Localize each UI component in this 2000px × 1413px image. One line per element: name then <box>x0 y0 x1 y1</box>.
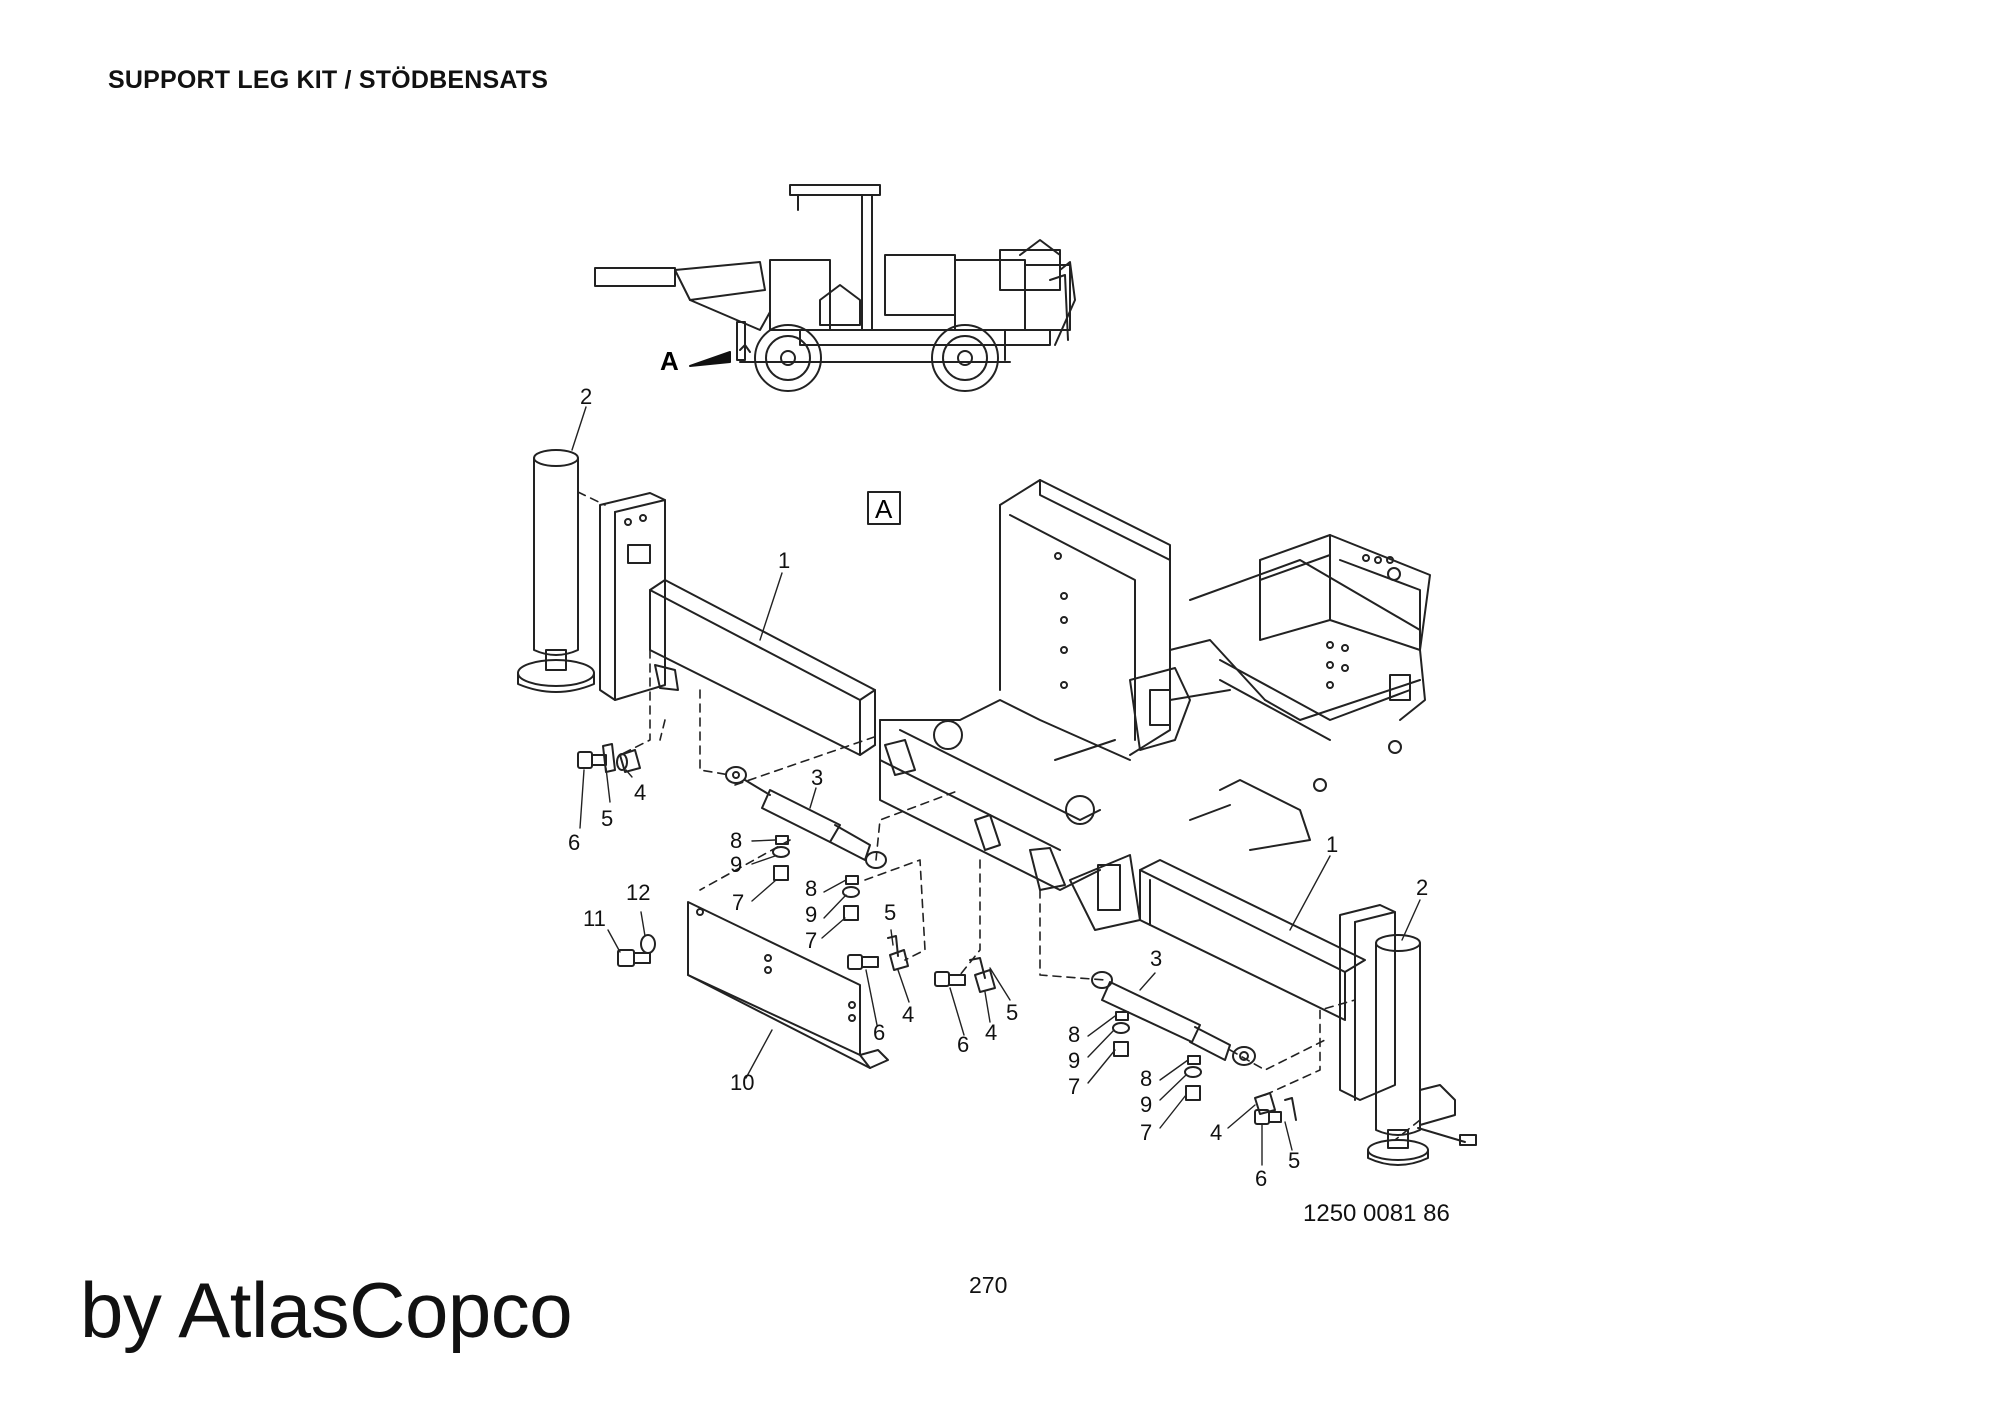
callout-11: 11 <box>583 906 606 931</box>
leg-bracket-right <box>1339 904 1396 1101</box>
callout-9-left-lower: 9 <box>805 902 817 927</box>
assembly-dashed-lines <box>577 491 1421 1141</box>
hydraulic-cylinder-left <box>725 766 887 869</box>
callout-5-middle: 5 <box>884 900 896 925</box>
callout-7-left-lower: 7 <box>805 928 817 953</box>
callout-1-left: 1 <box>778 548 790 573</box>
rear-mount-block <box>1189 534 1431 851</box>
callout-5-left: 5 <box>601 806 613 831</box>
callout-1-right: 1 <box>1326 832 1338 857</box>
callout-5-right: 5 <box>1288 1148 1300 1173</box>
brand-watermark: by AtlasCopco <box>80 1266 573 1354</box>
callout-4-middle: 4 <box>902 1002 914 1027</box>
callout-9-left-upper: 9 <box>730 852 742 877</box>
fasteners <box>577 743 1297 1125</box>
callout-4-left: 4 <box>634 780 646 805</box>
protection-plate <box>687 901 889 1069</box>
callout-8-right-upper: 8 <box>1068 1022 1080 1047</box>
callout-labels: 2 1 3 4 5 6 8 9 7 8 9 7 12 11 10 5 4 6 6… <box>568 384 1428 1191</box>
callout-8-left-lower: 8 <box>805 876 817 901</box>
support-leg-cylinder-left <box>517 449 595 693</box>
detail-view-label: A <box>875 494 893 524</box>
hydraulic-cylinder-right <box>1091 971 1256 1066</box>
callout-2-left: 2 <box>580 384 592 409</box>
view-a-box <box>867 491 901 525</box>
callout-4-second: 4 <box>985 1020 997 1045</box>
callout-5-second: 5 <box>1006 1000 1018 1025</box>
callout-4-right: 4 <box>1210 1120 1222 1145</box>
page-title: SUPPORT LEG KIT / STÖDBENSATS <box>108 66 549 94</box>
view-a-arrow <box>689 351 731 367</box>
support-arm-left <box>649 579 876 756</box>
callout-2-right: 2 <box>1416 875 1428 900</box>
callout-8-right-lower: 8 <box>1140 1066 1152 1091</box>
callout-8-left-upper: 8 <box>730 828 742 853</box>
overview-arrow-label: A <box>660 346 679 376</box>
page-number: 270 <box>969 1272 1008 1298</box>
support-leg-cylinder-right <box>1367 934 1477 1166</box>
callout-6-right: 6 <box>1255 1166 1267 1191</box>
callout-9-right-upper: 9 <box>1068 1048 1080 1073</box>
callout-3-right: 3 <box>1150 946 1162 971</box>
callout-10: 10 <box>730 1070 754 1095</box>
support-arm-right <box>1139 859 1366 1021</box>
drawing-number: 1250 0081 86 <box>1303 1200 1450 1227</box>
drill-rig-overview-illustration <box>594 184 1076 392</box>
callout-6-second: 6 <box>957 1032 969 1057</box>
callout-9-right-lower: 9 <box>1140 1092 1152 1117</box>
leader-lines <box>571 406 1421 1166</box>
leg-bracket-left <box>599 492 666 701</box>
callout-6-middle: 6 <box>873 1020 885 1045</box>
main-chassis-frame <box>879 479 1421 931</box>
callout-3-left: 3 <box>811 765 823 790</box>
callout-7-right-lower: 7 <box>1140 1120 1152 1145</box>
callout-12: 12 <box>626 880 650 905</box>
callout-7-right-upper: 7 <box>1068 1074 1080 1099</box>
callout-7-left-upper: 7 <box>732 890 744 915</box>
callout-6-left: 6 <box>568 830 580 855</box>
